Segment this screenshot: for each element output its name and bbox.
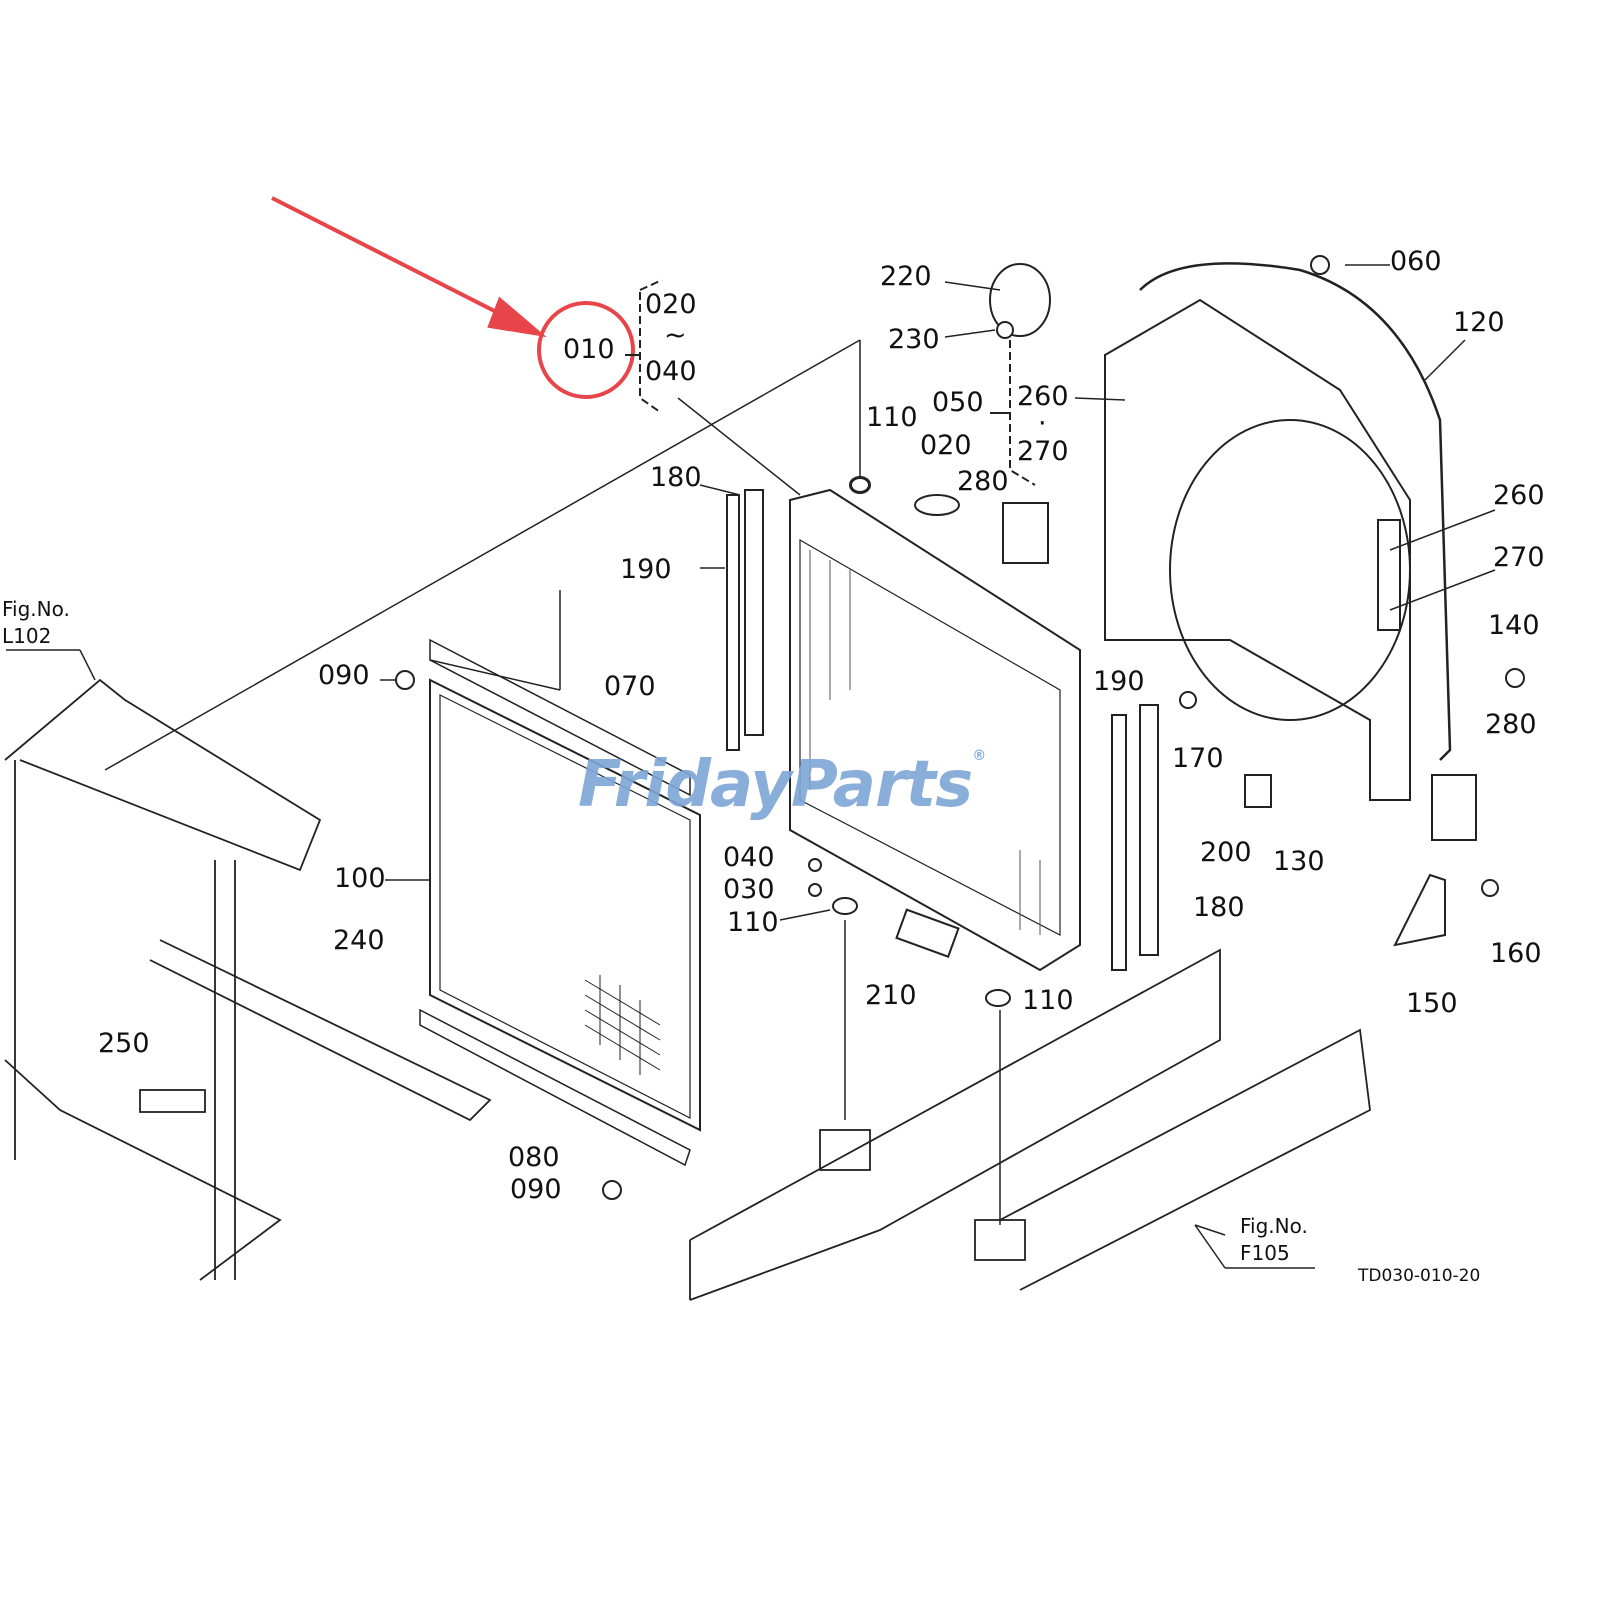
callout-130[interactable]: 130 [1273, 846, 1325, 877]
bracket-150 [1393, 873, 1446, 947]
seal-strips [726, 489, 1159, 971]
drawing-code: TD030-010-20 [1358, 1266, 1481, 1286]
callout-050-range-start: 260 [1017, 381, 1069, 412]
callout-140[interactable]: 140 [1488, 610, 1540, 641]
callout-260[interactable]: 260 [1493, 480, 1545, 511]
callout-220[interactable]: 220 [880, 261, 932, 292]
callout-180[interactable]: 180 [650, 462, 702, 493]
callout-050[interactable]: 050 [932, 387, 984, 418]
callout-090[interactable]: 090 [510, 1174, 562, 1205]
callout-200[interactable]: 200 [1200, 837, 1252, 868]
callout-050-range-dot: · [1038, 408, 1047, 439]
figure-ref-number: L102 [2, 624, 52, 648]
callout-070[interactable]: 070 [604, 671, 656, 702]
callout-270[interactable]: 270 [1493, 542, 1545, 573]
callout-230[interactable]: 230 [888, 324, 940, 355]
figure-ref-number: F105 [1240, 1241, 1290, 1265]
callout-010[interactable]: 010 [563, 334, 615, 365]
callout-090[interactable]: 090 [318, 660, 370, 691]
callout-010-range-end: 040 [645, 356, 697, 387]
highlight-circle [537, 301, 635, 399]
fasteners [395, 255, 1525, 1200]
callout-160[interactable]: 160 [1490, 938, 1542, 969]
callout-040[interactable]: 040 [723, 842, 775, 873]
callout-110[interactable]: 110 [866, 402, 918, 433]
callout-050-range-end: 270 [1017, 436, 1069, 467]
callout-170[interactable]: 170 [1172, 743, 1224, 774]
callout-210[interactable]: 210 [865, 980, 917, 1011]
callout-120[interactable]: 120 [1453, 307, 1505, 338]
callout-110[interactable]: 110 [727, 907, 779, 938]
figure-ref-label: Fig.No. [2, 597, 70, 621]
callout-180[interactable]: 180 [1193, 892, 1245, 923]
callout-280[interactable]: 280 [1485, 709, 1537, 740]
figure-ref-label: Fig.No. [1240, 1214, 1308, 1238]
left-frame-shape [4, 678, 492, 1281]
callout-190[interactable]: 190 [620, 554, 672, 585]
callout-010-range-tilde: ~ [664, 320, 687, 351]
callout-100[interactable]: 100 [334, 863, 386, 894]
callout-190[interactable]: 190 [1093, 666, 1145, 697]
callout-110[interactable]: 110 [1022, 985, 1074, 1016]
callout-250[interactable]: 250 [98, 1028, 150, 1059]
screen-shape [419, 638, 701, 1167]
callout-030[interactable]: 030 [723, 874, 775, 905]
callout-010-range-start: 020 [645, 289, 697, 320]
radiator-shape [789, 476, 1081, 972]
callout-020[interactable]: 020 [920, 430, 972, 461]
bottom-frame-shape [689, 948, 1371, 1301]
callout-080[interactable]: 080 [508, 1142, 560, 1173]
callout-150[interactable]: 150 [1406, 988, 1458, 1019]
figure-ref-l102[interactable]: Fig.No. L102 [2, 596, 70, 650]
watermark-logo: FridayParts® [578, 748, 986, 822]
fan-shroud-shape [989, 262, 1477, 841]
highlight-arrow [271, 196, 547, 338]
callout-240[interactable]: 240 [333, 925, 385, 956]
callout-280[interactable]: 280 [957, 466, 1009, 497]
figure-ref-f105[interactable]: Fig.No. F105 [1240, 1213, 1308, 1267]
callout-060[interactable]: 060 [1390, 246, 1442, 277]
